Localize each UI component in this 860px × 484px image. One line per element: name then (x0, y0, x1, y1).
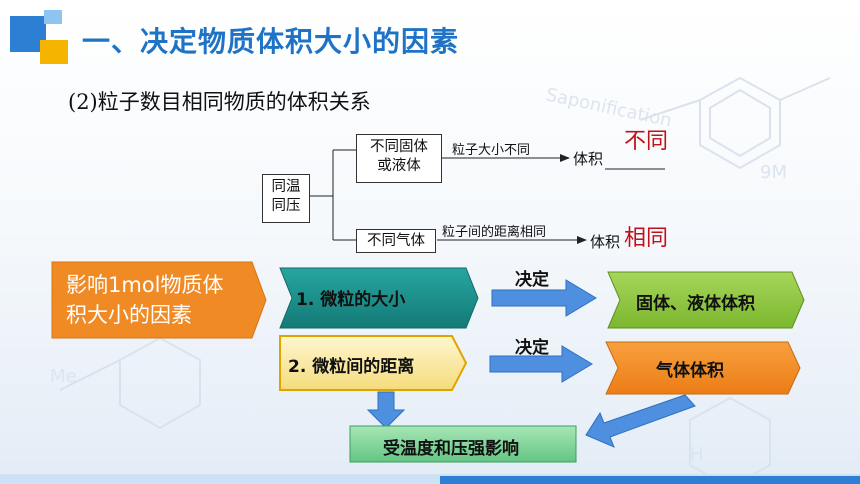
item1-shape (279, 267, 479, 329)
influence-label: 受温度和压强影响 (383, 439, 519, 459)
condition-line1: 同温 (271, 179, 301, 195)
result1-shape (607, 271, 805, 329)
result1-label: 固体、液体体积 (636, 294, 755, 314)
result2-shape (605, 341, 801, 395)
page-title: 一、决定物质体积大小的因素 (82, 25, 460, 58)
solid-liquid-line2: 或液体 (377, 158, 421, 174)
svg-text:Me: Me (50, 366, 77, 387)
lower-answer: 相同 (624, 226, 669, 251)
upper-volume-label: 体积 (573, 150, 604, 168)
decides-arrow-1 (491, 279, 597, 317)
solid-liquid-box: 不同固体 或液体 (356, 134, 442, 183)
condition-box: 同温 同压 (262, 174, 310, 223)
upper-answer: 不同 (624, 129, 669, 154)
lower-arrow-label: 粒子间的距离相同 (442, 225, 547, 240)
item2-shape (279, 335, 468, 391)
decides-arrow-2 (489, 345, 593, 383)
gas-box: 不同气体 (356, 229, 436, 253)
factor-line1: 影响1mol物质体 (66, 273, 224, 297)
decides-label-1: 决定 (515, 270, 549, 290)
solid-liquid-line1: 不同固体 (370, 139, 428, 155)
influence-shape (349, 425, 577, 463)
result2-label: 气体体积 (656, 361, 724, 381)
lower-volume-label: 体积 (590, 233, 621, 251)
svg-text:9M: 9M (760, 162, 787, 183)
factor-line2: 积大小的因素 (66, 303, 192, 327)
svg-text:H: H (690, 444, 704, 465)
item1-label: 1. 微粒的大小 (296, 290, 406, 310)
diagonal-arrow (585, 394, 696, 448)
section-subtitle: (2)粒子数目相同物质的体积关系 (68, 90, 371, 114)
logo-square-yellow (40, 40, 68, 64)
factor-label: 影响1mol物质体 积大小的因素 (66, 270, 224, 330)
upper-arrow-label: 粒子大小不同 (452, 143, 531, 158)
factor-shape (51, 261, 267, 339)
condition-line2: 同压 (271, 198, 301, 214)
decides-label-2: 决定 (515, 338, 549, 358)
down-arrow (366, 391, 406, 429)
gas-box-label: 不同气体 (367, 233, 425, 249)
item2-label: 2. 微粒间的距离 (288, 357, 415, 377)
